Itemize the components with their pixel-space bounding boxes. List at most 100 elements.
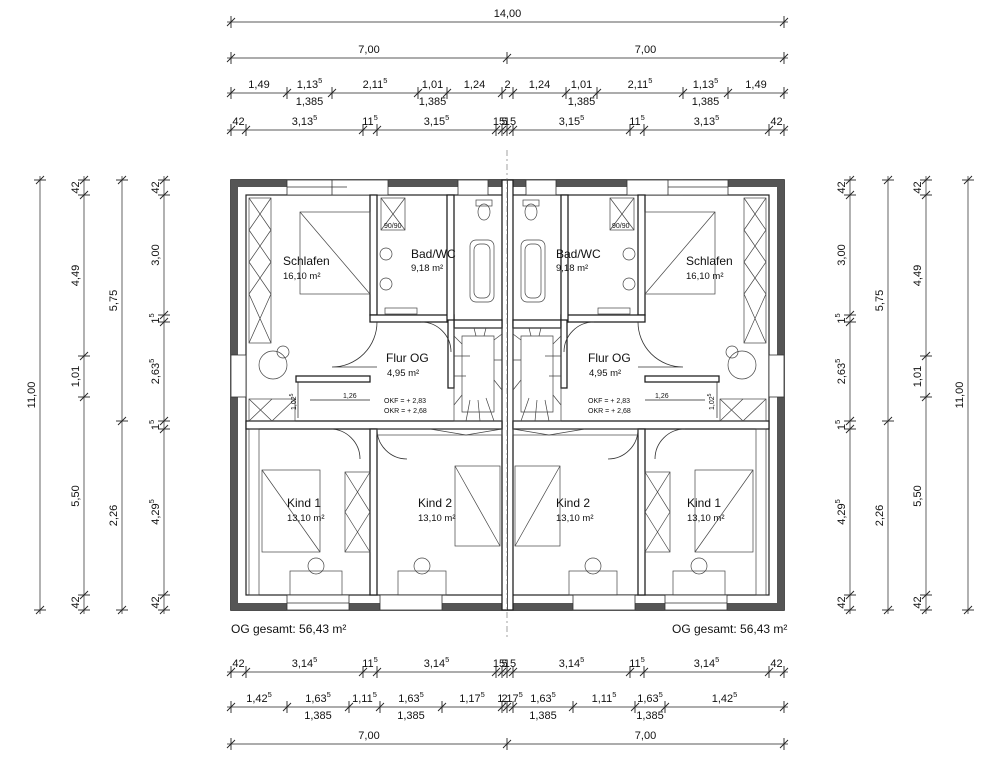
dim-left-col2-label: 5,50: [70, 485, 82, 506]
room-area-flur-right: 4,95 m²: [589, 368, 621, 379]
dim-left-col2-tick: [79, 392, 89, 402]
dim-bottom-openings-tick: [282, 702, 292, 712]
dim-left-col4-tick: [159, 416, 169, 426]
dim-left-col4-tick: [159, 605, 169, 615]
dim-bottom-walls-tick: [372, 667, 382, 677]
dim-top-openings-sublabel: 1,385: [692, 96, 720, 108]
dim-bottom-openings-label: 1,635: [398, 690, 424, 705]
dim-bottom-walls-label: 3,145: [694, 655, 720, 670]
dim-bottom-openings-label: 1,635: [637, 690, 663, 705]
room-name-kind2-left: Kind 2: [418, 496, 452, 510]
dim-bottom-walls-label: 15: [493, 658, 505, 670]
dim-top-walls-tick: [508, 125, 518, 135]
dim-top-openings-tick: [592, 88, 602, 98]
dim-top-walls-tick: [625, 125, 635, 135]
windows: [230, 179, 785, 611]
dim-right-col4-label: 4,295: [833, 499, 848, 525]
dim-bottom-openings-sublabel: 1,385: [636, 710, 664, 722]
dim-top-walls-tick: [372, 125, 382, 135]
dim-left-col4-tick: [159, 310, 169, 320]
dim-top-walls-label: 115: [629, 113, 645, 128]
staircase: [453, 327, 562, 422]
dim-top-walls-tick: [358, 125, 368, 135]
shower-label-left: 90/90: [384, 223, 402, 230]
dim-right-col3-tick: [883, 175, 893, 185]
total-area-left: OG gesamt: 56,43 m²: [231, 622, 346, 636]
dim-top-openings-tick: [779, 88, 789, 98]
okf-left: OKF = + 2,83: [384, 398, 426, 405]
dim-left-col2-label: 42: [70, 596, 82, 608]
dim-bottom-openings-label: 1,635: [305, 690, 331, 705]
dim-bottom-halves-label: 7,00: [358, 730, 379, 742]
dim-left-col3-label: 5,75: [108, 290, 120, 311]
dim-right-col4-label: 42: [836, 181, 848, 193]
dim-top-openings-tick: [327, 88, 337, 98]
dim-bottom-halves-tick: [502, 739, 512, 749]
dim-top-walls-label: 15: [504, 116, 516, 128]
room-name-kind1-left: Kind 1: [287, 496, 321, 510]
interior-walls-right: [512, 194, 770, 596]
dim-right-col2-label: 1,01: [912, 366, 924, 387]
dim-top-walls-label: 3,135: [694, 113, 720, 128]
dim-right-col4-tick: [845, 175, 855, 185]
dim-top-walls-tick: [226, 125, 236, 135]
room-name-flur-right: Flur OG: [588, 351, 631, 365]
dim-bottom-openings-label: 1,635: [530, 690, 556, 705]
okf-right: OKF = + 2,83: [588, 398, 630, 405]
dim-bottom-walls-tick: [241, 667, 251, 677]
stair-dimension-lines: [297, 382, 718, 418]
dim-right-overall-tick: [963, 605, 973, 615]
dim-top-openings-sublabel: 1,385: [419, 96, 447, 108]
total-area-right: OG gesamt: 56,43 m²: [672, 622, 787, 636]
dim-top-openings-sublabel: 1,385: [296, 96, 324, 108]
dim-top-openings-label: 1,49: [248, 79, 269, 91]
dim-bottom-openings-tick: [437, 702, 447, 712]
dim-top-openings-tick: [561, 88, 571, 98]
dim-top-openings-tick: [508, 88, 518, 98]
dim-left-col2-tick: [79, 175, 89, 185]
plan-notes: 90/90 90/90 OKF = + 2,83 OKR = + 2,68 OK…: [289, 223, 716, 415]
dim-right-col3-label: 2,26: [874, 505, 886, 526]
dim-top-walls-label: 42: [232, 116, 244, 128]
dim-left-col4-label: 15: [147, 420, 162, 430]
dim-right-col3-tick: [883, 416, 893, 426]
dim-top-walls-label: 3,135: [292, 113, 318, 128]
dim-top-walls-label: 3,155: [424, 113, 450, 128]
dim-right-col4-label: 15: [833, 420, 848, 430]
stair-width-right: 1,26: [655, 393, 669, 400]
dim-top-walls-tick: [491, 125, 501, 135]
room-name-schlafen-right: Schlafen: [686, 254, 733, 268]
dim-top-walls-tick: [497, 125, 507, 135]
dim-right-col2-tick: [921, 175, 931, 185]
dim-bottom-walls-tick: [639, 667, 649, 677]
dim-bottom-walls-tick: [491, 667, 501, 677]
door-swings: [329, 321, 686, 460]
dim-bottom-walls-label: 15: [504, 658, 516, 670]
room-labels: Schlafen 16,10 m² Bad/WC 9,18 m² Flur OG…: [283, 247, 733, 524]
dim-top-openings-label: 1,135: [693, 76, 719, 91]
dim-bottom-walls-tick: [625, 667, 635, 677]
dim-bottom-openings-tick: [344, 702, 354, 712]
room-name-kind2-right: Kind 2: [556, 496, 590, 510]
dim-top-walls-tick: [241, 125, 251, 135]
dim-left-col4-tick: [159, 190, 169, 200]
furniture: [248, 197, 767, 596]
dim-left-col2-label: 42: [70, 181, 82, 193]
dim-left-col2-tick: [79, 590, 89, 600]
dim-right-col4-label: 15: [833, 313, 848, 323]
dim-top-halves-label: 7,00: [635, 44, 656, 56]
dim-right-col2-label: 42: [912, 181, 924, 193]
dim-left-col4-label: 3,00: [150, 244, 162, 265]
dim-bottom-openings-tick: [497, 702, 507, 712]
dim-right-col2-tick: [921, 190, 931, 200]
dim-top-openings-sublabel: 1,385: [568, 96, 596, 108]
dim-bottom-walls-label: 3,145: [292, 655, 318, 670]
dim-right-col4-tick: [845, 416, 855, 426]
dim-bottom-openings-label: 1,115: [592, 690, 617, 705]
dim-bottom-walls-tick: [502, 667, 512, 677]
room-area-flur-left: 4,95 m²: [387, 368, 419, 379]
dim-bottom-openings-tick: [502, 702, 512, 712]
dim-top-openings-label: 1,01: [422, 79, 443, 91]
room-name-flur-left: Flur OG: [386, 351, 429, 365]
